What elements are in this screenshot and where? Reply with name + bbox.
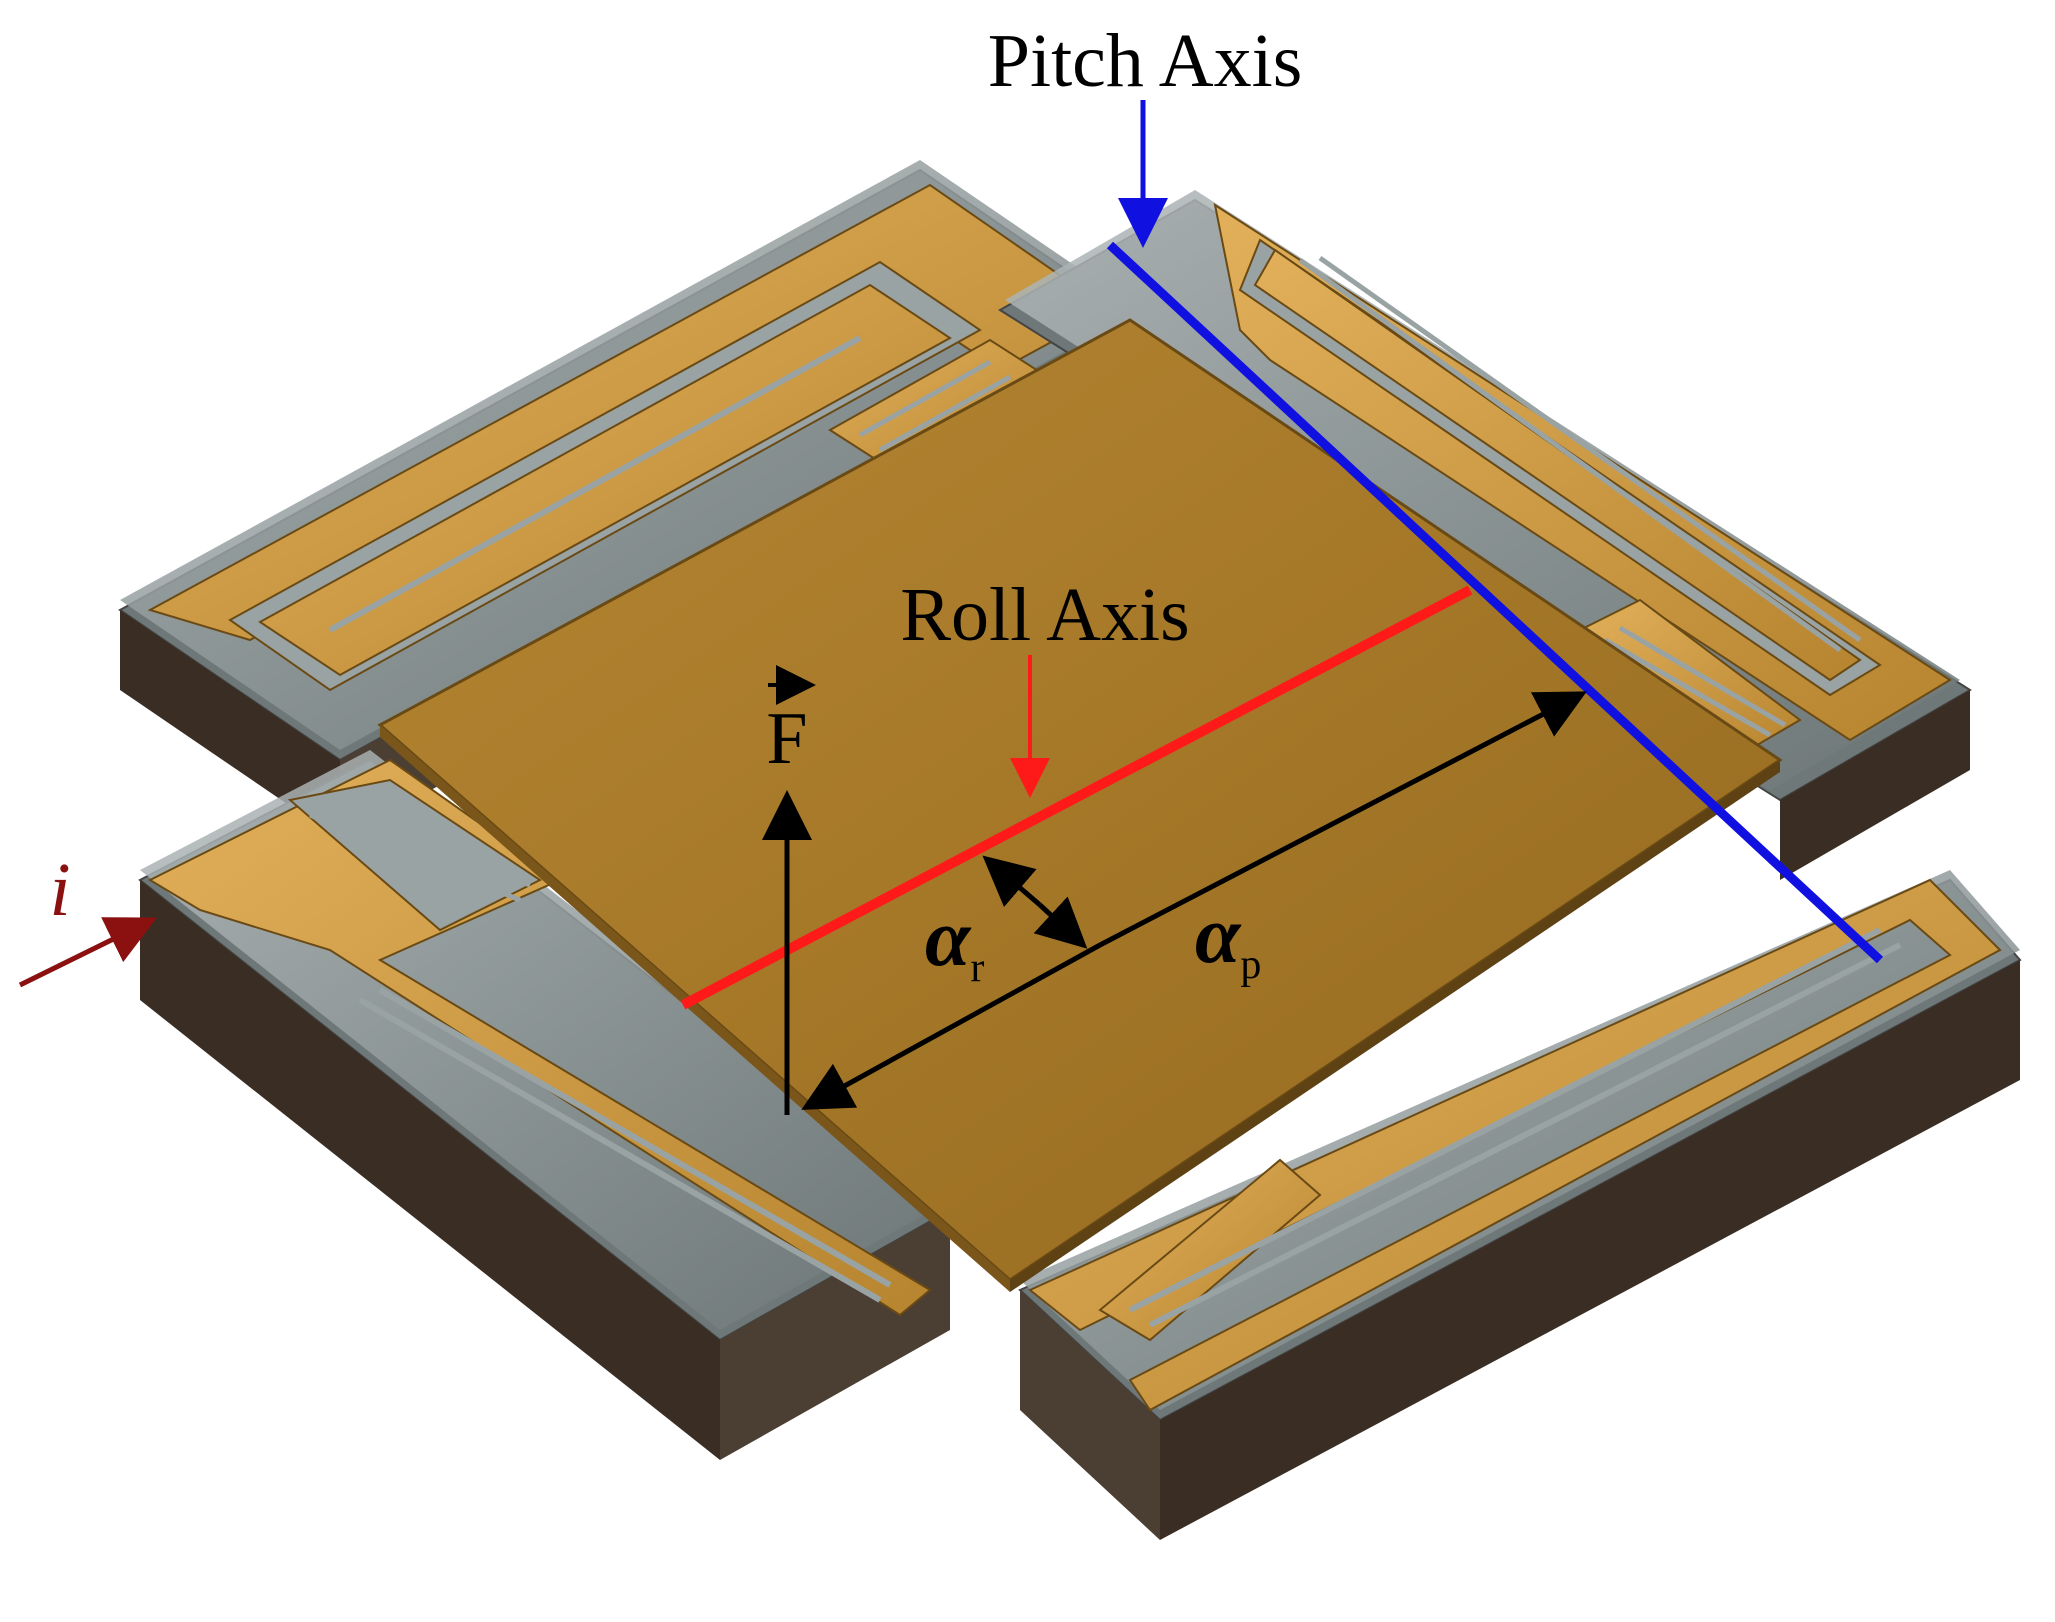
alpha-r-symbol: α [925, 892, 972, 983]
alpha-p-arrow-right [1098, 691, 1587, 948]
alpha-p-subscript: p [1240, 942, 1261, 988]
pitch-axis-label: Pitch Axis [988, 19, 1303, 103]
alpha-r-dimension: αr [925, 855, 1088, 991]
roll-axis-line [680, 585, 1473, 1010]
alpha-r-arrow-up [982, 855, 1042, 908]
current-arrow [18, 917, 157, 988]
current-label: i [49, 848, 70, 932]
alpha-p-arrow-left [801, 942, 1102, 1110]
alpha-r-arrow-down [1033, 896, 1088, 949]
alpha-p-dimension: αp [801, 691, 1587, 1110]
actuator-top-right [998, 190, 1972, 880]
pitch-axis-group: Pitch Axis [988, 19, 1884, 964]
alpha-p-label: αp [1195, 889, 1261, 988]
actuator-bottom-left [138, 750, 952, 1460]
roll-axis-label: Roll Axis [900, 573, 1189, 657]
actuator-bottom-right [1018, 870, 2022, 1540]
force-label: F [766, 698, 807, 780]
pitch-axis-line [1106, 241, 1884, 964]
force-vector: F [762, 665, 816, 1115]
roll-axis-group: Roll Axis [680, 573, 1473, 1010]
alpha-p-symbol: α [1195, 889, 1242, 980]
alpha-r-subscript: r [970, 945, 984, 991]
current-input: i [18, 848, 157, 988]
alpha-r-label: αr [925, 892, 984, 991]
